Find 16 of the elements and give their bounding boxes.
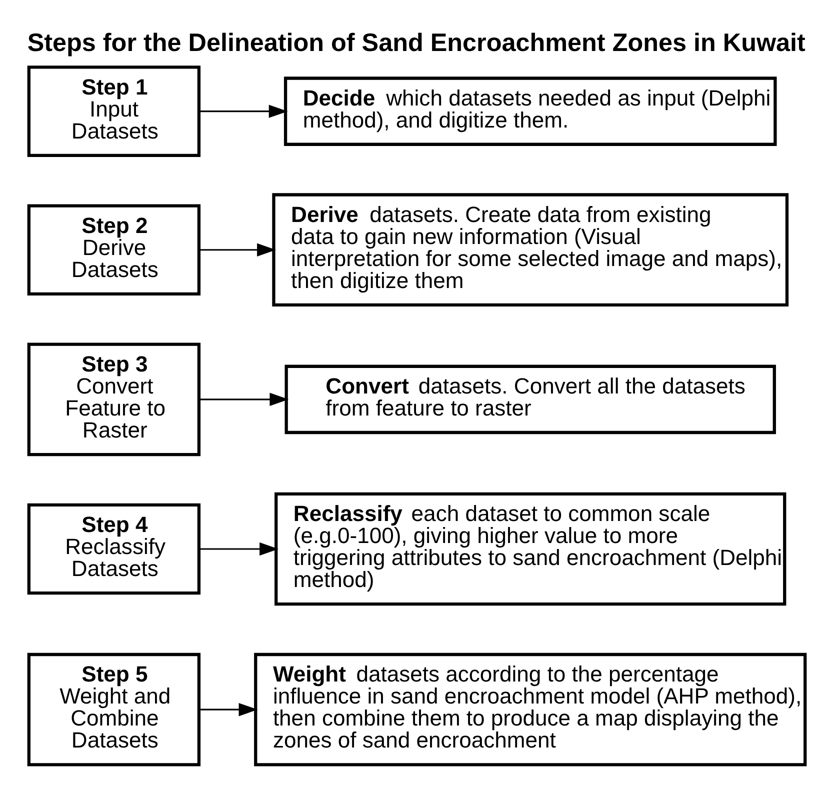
node-box: Step 1 Input Datasets (27, 66, 201, 157)
node-box: Derive datasets. Create data from existing data to gain new information (Visual interpretation for some selected image and maps), then digitize them (272, 193, 789, 307)
node-box: Step 4 Reclassify Datasets (27, 503, 201, 595)
arrow (199, 104, 288, 118)
arrow (199, 243, 276, 256)
node-box: Step 2 Derive Datasets (27, 204, 201, 296)
arrow (199, 702, 258, 716)
node-box: Weight datasets according to the percentage influence in sand encroachment model (AHP method), then combine them to produce a map displaying the zones of sand encroachment (254, 652, 807, 766)
node-box: Step 5 Weight and Combine Datasets (27, 652, 201, 766)
node-box: Step 3 Convert Feature to Raster (27, 342, 201, 456)
node-box: Reclassify each dataset to common scale (e.g.0-100), giving higher value to more triggering attributes to sand encroachment (Delphi method) (274, 492, 786, 606)
diagram-title: Steps for the Delineation of Sand Encroachment Zones in Kuwait (27, 29, 806, 58)
node-box: Convert datasets. Convert all the datasets from feature to raster (284, 364, 776, 434)
node-box: Decide which datasets needed as input (Delphi method), and digitize them. (284, 76, 777, 146)
arrow (199, 542, 278, 556)
arrow (199, 392, 289, 406)
